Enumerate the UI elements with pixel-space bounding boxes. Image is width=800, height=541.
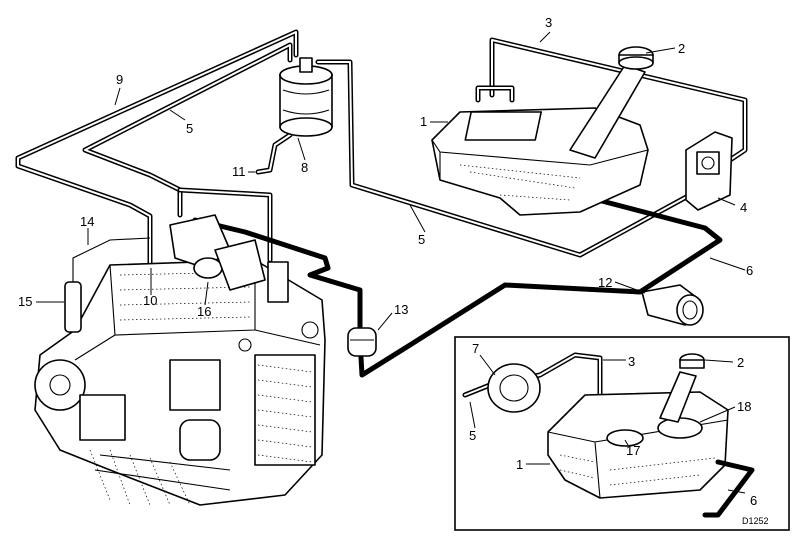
callout-11: 11 (232, 164, 246, 179)
fuel-line-6 (192, 197, 723, 378)
callout-16: 16 (197, 304, 211, 319)
callout-5-engine: 5 (186, 121, 193, 136)
callout-2: 2 (678, 41, 685, 56)
inset-callout-6: 6 (750, 493, 757, 508)
callout-6: 6 (746, 263, 753, 278)
fuel-tap (685, 131, 733, 211)
leader-lines (36, 31, 746, 494)
callout-5-tank: 5 (418, 232, 425, 247)
inset-callout-2: 2 (737, 355, 744, 370)
callout-10: 10 (143, 293, 157, 308)
inset-alt-tank (462, 352, 755, 518)
inline-filter (347, 327, 377, 357)
fuel-pipes (15, 29, 748, 268)
fuel-filter (279, 57, 333, 137)
callout-labels: 1 2 3 4 5 5 6 8 9 10 11 12 13 14 15 16 7… (18, 15, 769, 526)
callout-8: 8 (301, 160, 308, 175)
inset-callout-18: 18 (737, 399, 751, 414)
engine (34, 214, 326, 506)
callout-1: 1 (420, 114, 427, 129)
inset-callout-7: 7 (472, 341, 479, 356)
sedimenter (641, 284, 704, 326)
callout-3: 3 (545, 15, 552, 30)
inset-callout-1: 1 (516, 457, 523, 472)
inset-callout-17: 17 (626, 443, 640, 458)
callout-13: 13 (394, 302, 408, 317)
filler-neck (569, 46, 654, 159)
inset-callout-5: 5 (469, 428, 476, 443)
callout-4: 4 (740, 200, 747, 215)
callout-9: 9 (116, 72, 123, 87)
drawing-reference: D1252 (742, 516, 769, 526)
callout-12: 12 (598, 275, 612, 290)
callout-15: 15 (18, 294, 32, 309)
callout-14: 14 (80, 214, 94, 229)
inset-callout-3: 3 (628, 354, 635, 369)
